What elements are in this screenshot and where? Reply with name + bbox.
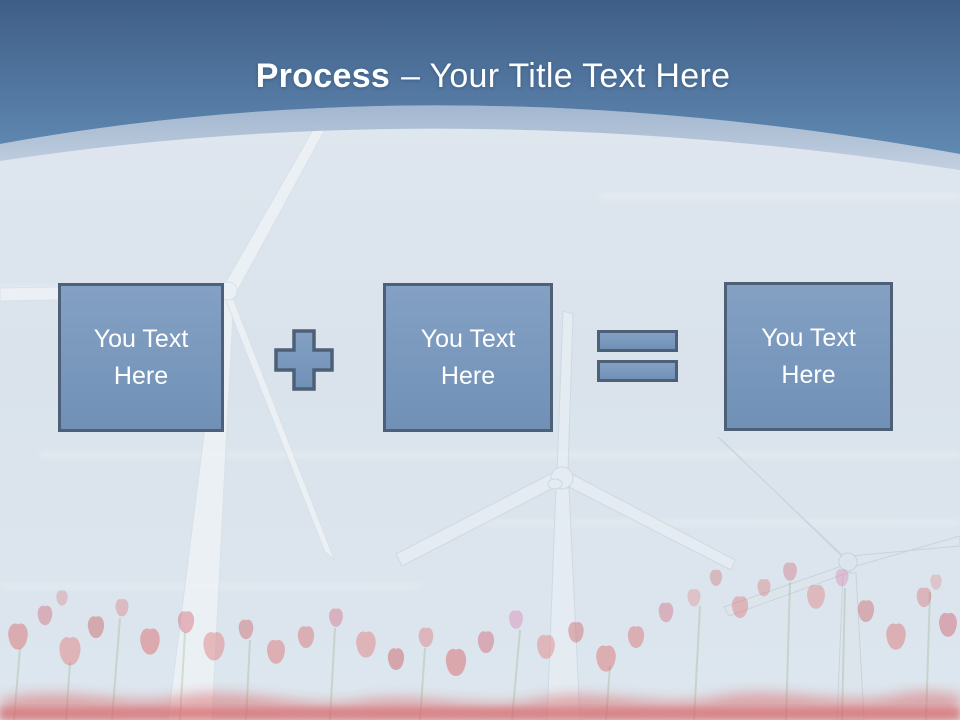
text-placeholder-1[interactable]: You Text Here <box>58 283 224 432</box>
tulip-flowers <box>0 562 960 720</box>
equals-operator-icon <box>597 330 678 382</box>
placeholder-2-label: You Text Here <box>420 324 516 390</box>
arc-band <box>0 105 960 170</box>
wind-turbine-right <box>717 436 960 720</box>
text-placeholder-3[interactable]: You Text Here <box>724 282 893 431</box>
flower-stems <box>13 581 931 720</box>
text-placeholder-2[interactable]: You Text Here <box>383 283 553 432</box>
flower-mass-bottom <box>0 708 960 720</box>
placeholder-3-label: You Text Here <box>761 323 856 389</box>
slide-title: Process – Your Title Text Here <box>0 55 960 97</box>
flower-mass <box>0 691 960 720</box>
title-emphasis: Process <box>255 57 391 95</box>
equals-bar-top <box>597 330 678 352</box>
equals-bar-bottom <box>597 360 678 382</box>
title-suffix: – Your Title Text Here <box>401 57 731 95</box>
plus-operator-icon <box>274 329 334 391</box>
flower-blooms <box>8 562 957 676</box>
placeholder-1-label: You Text Here <box>93 324 189 390</box>
